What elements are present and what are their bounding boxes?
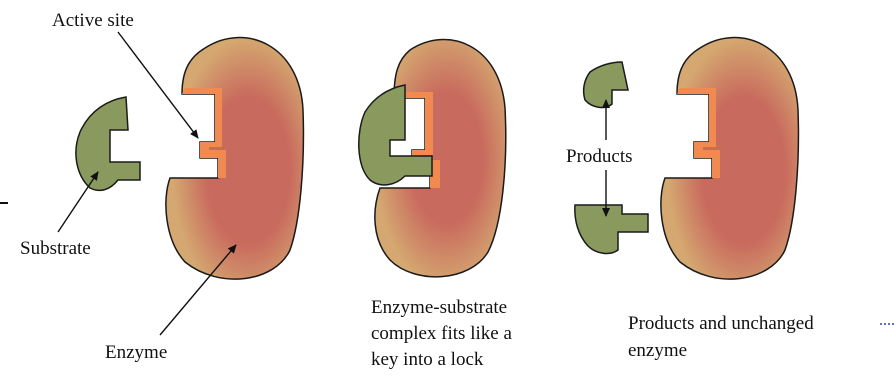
- label-result-line2: enzyme: [628, 339, 687, 362]
- pointer-substrate: [58, 172, 98, 232]
- product-bottom: [575, 205, 648, 253]
- label-complex-line2: complex fits like a: [371, 322, 512, 345]
- label-enzyme: Enzyme: [105, 341, 167, 364]
- enzyme-body: [166, 38, 304, 280]
- label-products: Products: [566, 145, 633, 168]
- label-active-site: Active site: [52, 9, 134, 32]
- label-substrate: Substrate: [20, 237, 91, 260]
- active-site-rim: [182, 88, 226, 178]
- substrate-shape: [76, 97, 140, 190]
- enzyme-stage-3: [661, 38, 799, 280]
- substrate-in-complex: [359, 85, 432, 185]
- label-result-line1: Products and unchanged: [628, 312, 814, 335]
- enzyme-body: [661, 38, 799, 280]
- enzyme-stage-1: [166, 38, 304, 280]
- active-site-rim: [677, 88, 720, 178]
- label-complex-line3: key into a lock: [371, 348, 483, 371]
- label-complex-line1: Enzyme-substrate: [371, 296, 507, 319]
